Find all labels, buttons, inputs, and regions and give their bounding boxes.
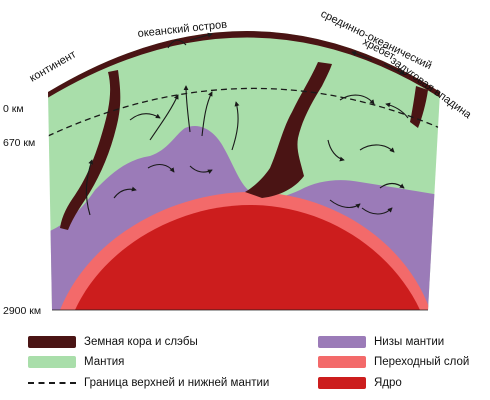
- depth-label-0: 0 км: [3, 103, 24, 115]
- ocean-island-bump: [167, 39, 187, 49]
- depth-label-2900: 2900 км: [3, 305, 41, 317]
- crust-band: [48, 31, 440, 99]
- convection-arrows: [85, 85, 409, 216]
- slab-right: [410, 86, 428, 128]
- mantle-boundary-line: [48, 87, 440, 137]
- surface-arrows: [189, 32, 405, 75]
- slab-middle: [245, 62, 332, 198]
- depth-label-670: 670 км: [3, 137, 35, 149]
- slab-left: [60, 70, 121, 230]
- core-region: [75, 205, 420, 310]
